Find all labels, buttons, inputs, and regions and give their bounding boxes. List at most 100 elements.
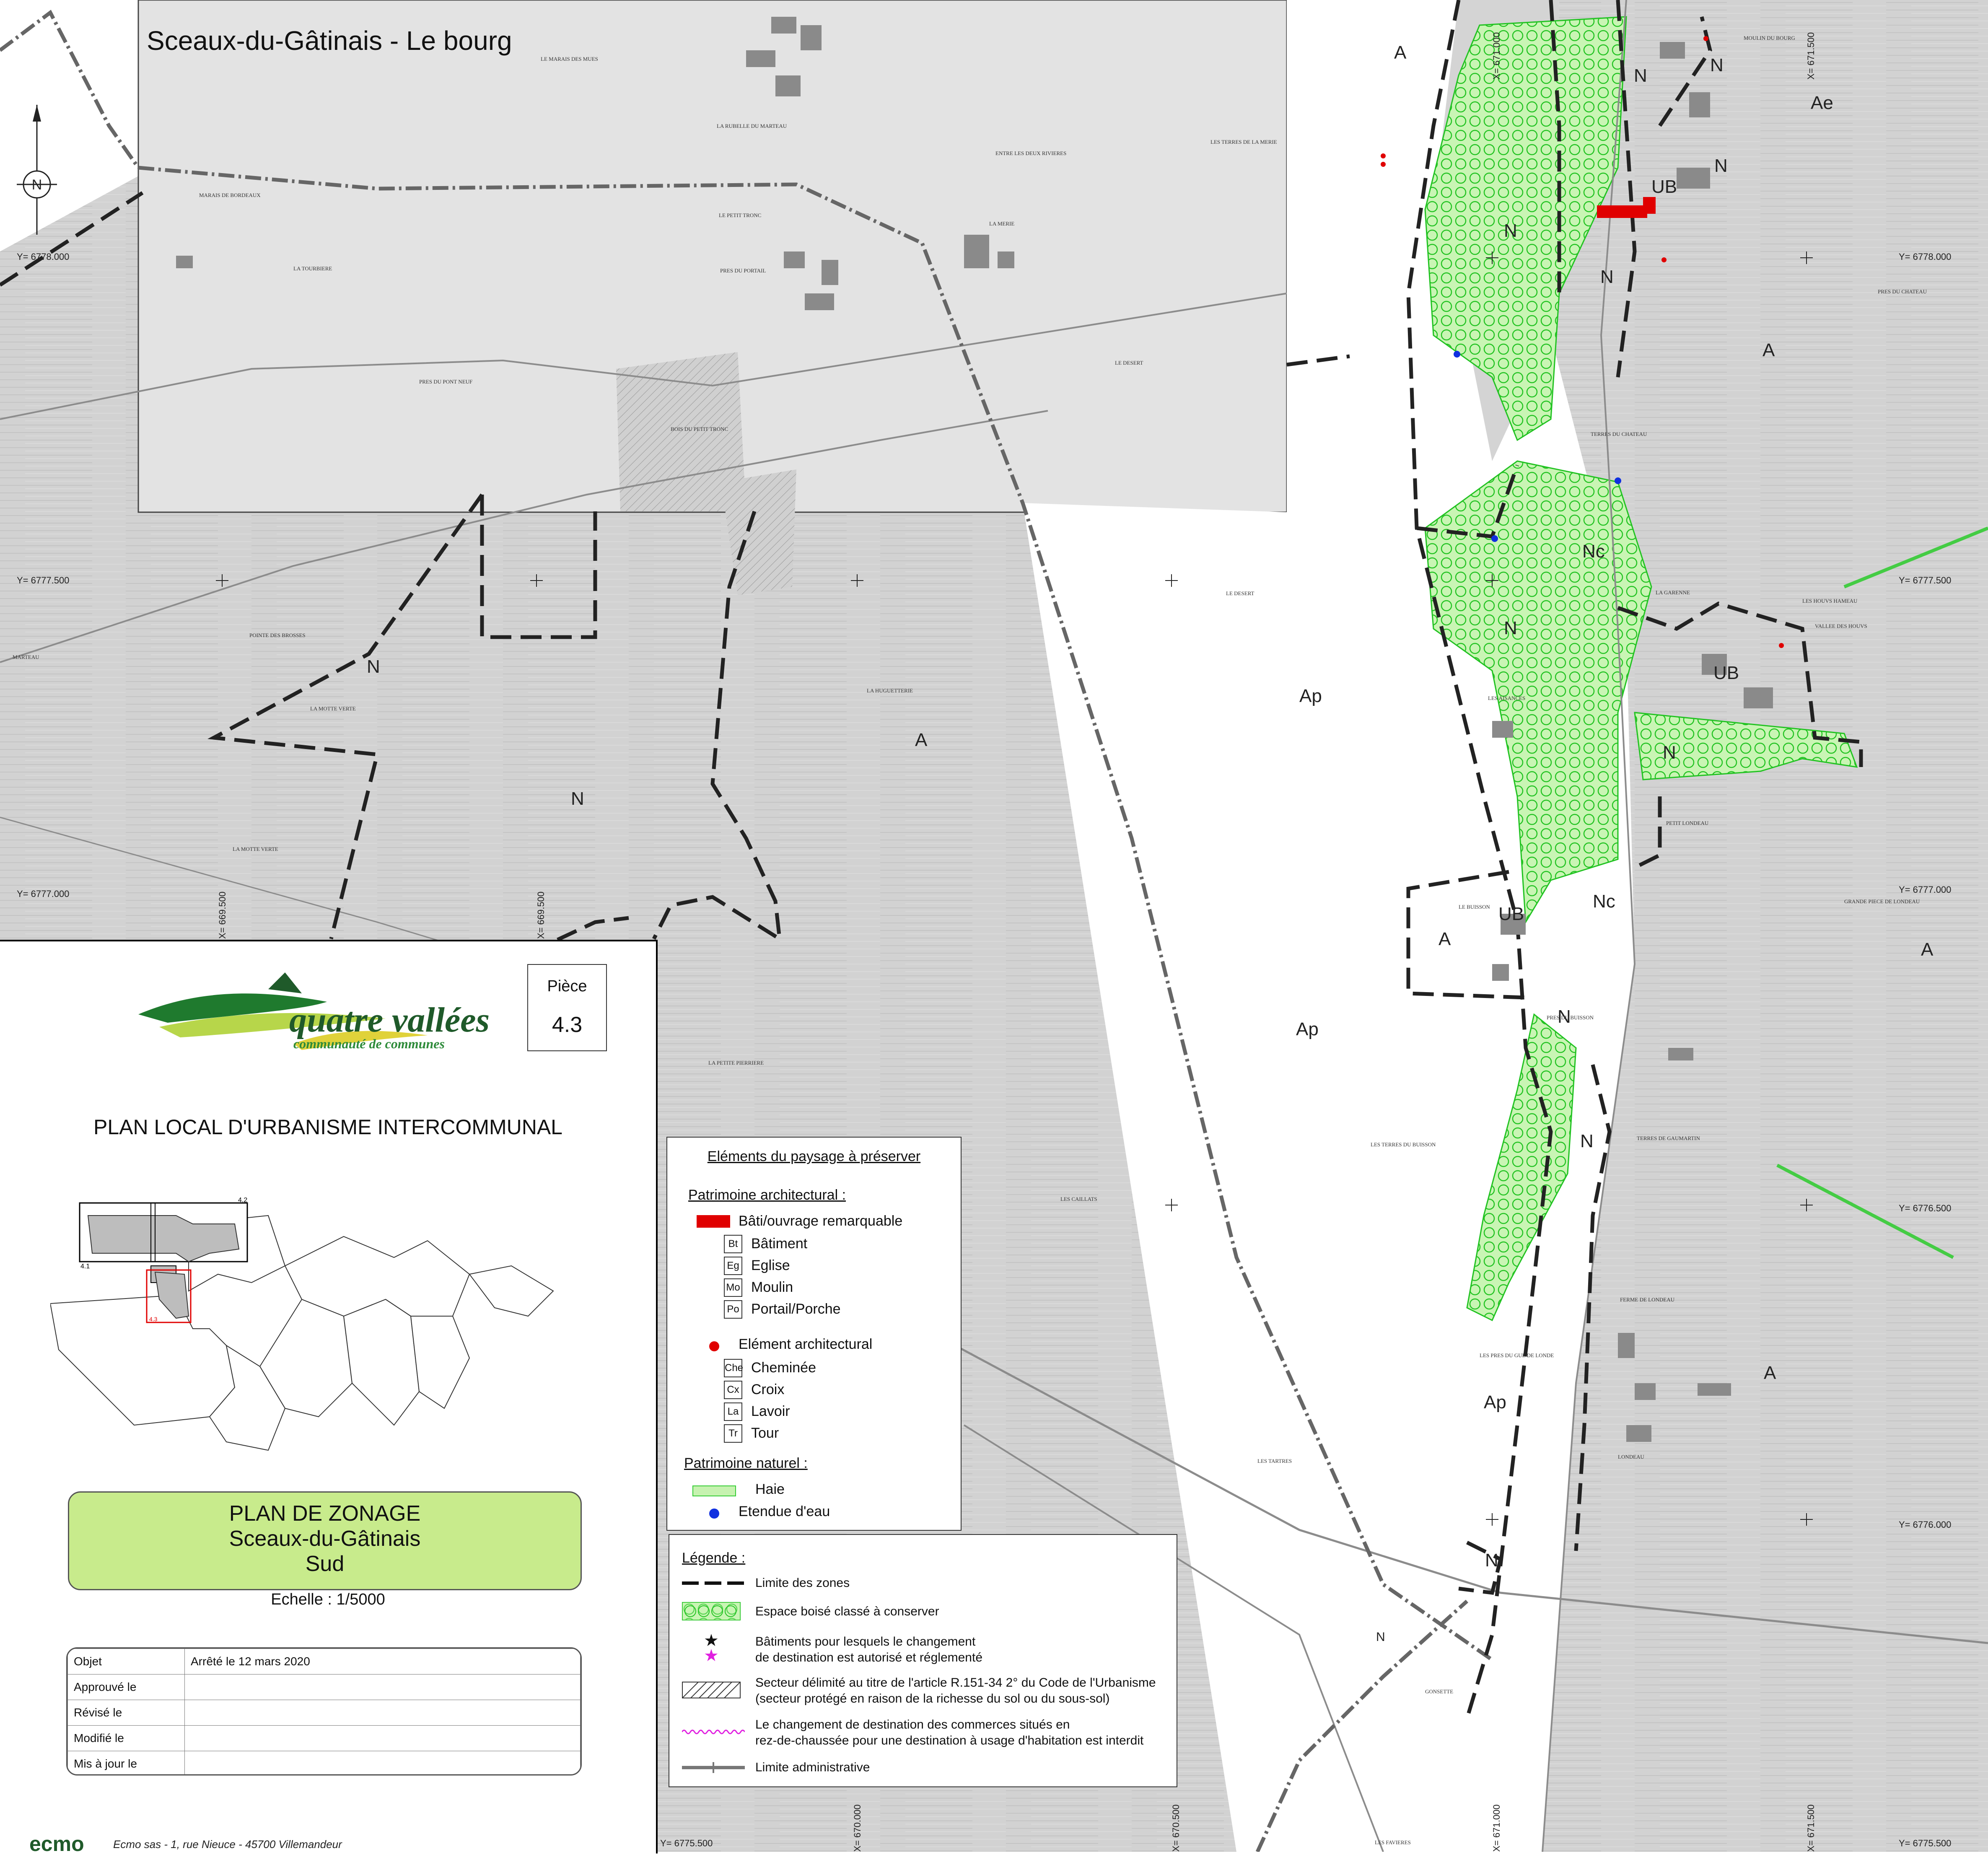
place-name: LA MOTTE VERTE — [233, 846, 278, 852]
zone-label: A — [915, 730, 928, 750]
legend-label: (secteur protégé en raison de la richess… — [755, 1692, 1110, 1706]
coord-label: X= 671.500 — [1806, 32, 1816, 80]
zone-label: Ap — [1296, 1019, 1319, 1039]
zone-label: N — [1504, 220, 1517, 241]
status-key: Modifié le — [67, 1725, 185, 1751]
scale-text: Echelle : 1/5000 — [271, 1591, 385, 1608]
zone-label: N — [1600, 267, 1614, 287]
map-title: Sceaux-du-Gâtinais - Le bourg — [147, 26, 512, 56]
place-name: LONDEAU — [1618, 1454, 1644, 1460]
coord-label: X= 671.500 — [1806, 1804, 1816, 1852]
legend-title: Légende : — [682, 1550, 746, 1566]
logo-name: quatre vallées — [289, 1001, 490, 1039]
logo-subtitle: communauté de communes — [293, 1036, 445, 1051]
coord-label: Y= 6776.500 — [1899, 1203, 1951, 1213]
zone-label: UB — [1651, 176, 1677, 197]
legend-heading: Patrimoine architectural : — [688, 1187, 846, 1203]
zone-label: UB — [1713, 663, 1739, 683]
place-name: TERRES DU CHATEAU — [1591, 431, 1647, 437]
water-points — [1454, 351, 1621, 542]
place-name: LE MARAIS DES MUES — [541, 56, 598, 62]
plan-title: PLAN LOCAL D'URBANISME INTERCOMMUNAL — [93, 1115, 562, 1139]
water-dot-icon — [709, 1509, 719, 1519]
zone-limits — [0, 0, 1863, 1719]
place-name: BOIS DU PETIT TRONC — [671, 426, 728, 432]
status-value — [184, 1725, 581, 1751]
red-dot-icon — [709, 1341, 719, 1351]
legend-label: de destination est autorisé et réglement… — [755, 1651, 983, 1664]
place-name: LA GARENNE — [1656, 589, 1690, 596]
zone-label: N — [1376, 1630, 1385, 1644]
north-arrow-icon: N — [17, 105, 57, 235]
place-name: LES HOUVS HAMEAU — [1802, 598, 1858, 604]
coord-label: Y= 6775.500 — [660, 1838, 713, 1848]
zone-label: N — [1504, 618, 1517, 638]
place-name: POINTE DES BROSSES — [249, 632, 306, 638]
protected-sector-2 — [721, 469, 796, 595]
ecmo-address: Ecmo sas - 1, rue Nieuce - 45700 Villema… — [113, 1838, 342, 1851]
legend-label: Bâti/ouvrage remarquable — [739, 1213, 903, 1229]
place-name: LA HUGUETTERIE — [867, 687, 913, 694]
place-name: MARTEAU — [13, 654, 39, 660]
administrative-limit — [138, 166, 1493, 1662]
place-name: PETIT LONDEAU — [1666, 820, 1709, 826]
legend-abbr: Tr — [724, 1424, 742, 1443]
place-name: PRES DU PONT NEUF — [419, 378, 472, 385]
zone-label: A — [1764, 1363, 1776, 1383]
coord-label: Y= 6777.000 — [17, 889, 69, 899]
coord-label: X= 669.500 — [217, 892, 228, 939]
coord-label: Y= 6777.500 — [1899, 575, 1951, 586]
ebc-swatch — [682, 1602, 741, 1620]
status-key: Révisé le — [67, 1700, 185, 1726]
legend-abbr: Cx — [724, 1381, 742, 1399]
place-name: LES TERRES DE LA MERIE — [1210, 139, 1277, 145]
place-name: VALLEE DES HOUVS — [1815, 623, 1867, 629]
zone-label: N — [1580, 1131, 1594, 1151]
legend-label: Moulin — [751, 1279, 793, 1295]
legend-label: Bâtiment — [751, 1236, 808, 1252]
status-value — [184, 1751, 581, 1774]
legend-abbr: Eg — [724, 1257, 742, 1275]
legend-title: Eléments du paysage à préserver — [707, 1148, 921, 1164]
coord-label: X= 671.000 — [1491, 1804, 1502, 1852]
coord-label: X= 670.000 — [852, 1804, 863, 1852]
zone-label: N — [1485, 1550, 1498, 1571]
table-row: Mis à jour le — [67, 1751, 581, 1774]
zone-label: N — [367, 656, 380, 677]
remarkable-building-swatch — [697, 1215, 730, 1228]
place-name: TERRES DE GAUMARTIN — [1637, 1135, 1700, 1141]
locator-label: 4.3 — [149, 1316, 158, 1322]
zone-label: A — [1763, 340, 1775, 360]
zonage-title: PLAN DE ZONAGE — [229, 1501, 421, 1526]
legend-abbr: Po — [724, 1300, 742, 1319]
admin-limit-swatch — [682, 1762, 745, 1773]
legend-label: Haie — [755, 1481, 785, 1497]
status-value — [184, 1674, 581, 1700]
place-name: PRES DU PORTAIL — [720, 267, 766, 274]
place-name: FERME DE LONDEAU — [1620, 1296, 1675, 1303]
zone-label: N — [1634, 65, 1647, 86]
legend-label: rez-de-chaussée pour une destination à u… — [755, 1734, 1144, 1747]
table-row: Modifié le — [67, 1725, 581, 1751]
coord-label: Y= 6778.000 — [1899, 251, 1951, 262]
ebc-south — [1466, 1013, 1577, 1322]
status-key: Mis à jour le — [67, 1751, 185, 1774]
place-name: LES AISANCES — [1488, 695, 1525, 701]
place-name: LE BUISSON — [1459, 904, 1490, 910]
place-name: LES PRES DU GUE DE LONDE — [1480, 1352, 1554, 1358]
place-name: LA PETITE PIERRIERE — [708, 1060, 764, 1066]
ebc-north — [1424, 16, 1627, 441]
place-name: LES TARTRES — [1257, 1458, 1292, 1464]
coord-label: Y= 6776.000 — [1899, 1519, 1951, 1530]
legend-abbr: Che — [724, 1359, 743, 1377]
locator-label: 4.1 — [80, 1263, 90, 1270]
ebc-east — [1634, 712, 1858, 780]
place-name: MARAIS DE BORDEAUX — [199, 192, 261, 198]
zone-label: Ap — [1484, 1392, 1506, 1413]
quatre-vallees-logo-icon — [138, 972, 428, 1050]
place-name: GRANDE PIECE DE LONDEAU — [1844, 898, 1920, 905]
legend-label: Croix — [751, 1382, 785, 1397]
place-name: LE DESERT — [1226, 590, 1254, 596]
